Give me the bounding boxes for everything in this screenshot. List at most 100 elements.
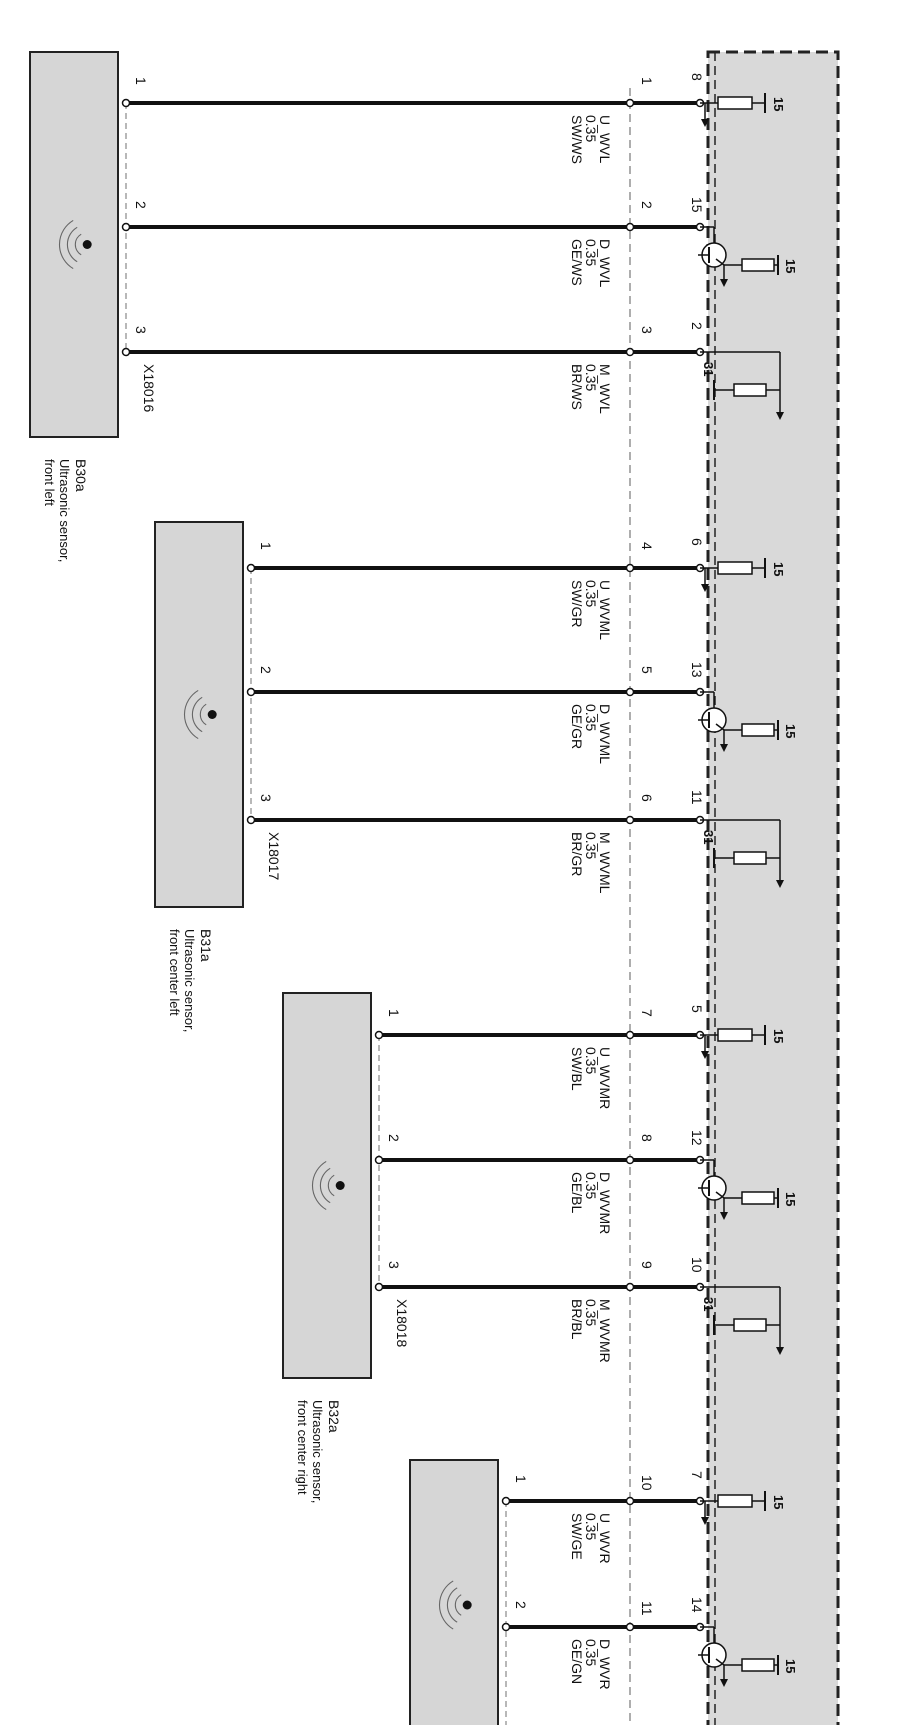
module-pin-number: 2 [689, 322, 705, 330]
sensor-name-label: front left [42, 459, 57, 506]
wire-signal-label: U_WVML [597, 580, 613, 640]
pullup-resistor [717, 96, 753, 110]
pin-terminal [625, 815, 635, 825]
pin-terminal [246, 563, 256, 573]
supply-terminal-label: 15 [771, 562, 786, 576]
ground-arrow-icon [720, 1212, 728, 1220]
pin-terminal [501, 1622, 511, 1632]
pullup-resistor [741, 1191, 775, 1205]
supply-terminal-label: 15 [771, 1029, 786, 1043]
ultrasonic-wave-arc [58, 219, 74, 270]
ultrasonic-wave-icon [207, 710, 217, 719]
module-pin-number: 10 [689, 1257, 705, 1273]
sensor-body-B30a [29, 51, 119, 438]
wire-color-label: SW/BL [569, 1047, 585, 1091]
sensor-name-label: front center left [167, 929, 182, 1016]
pin-terminal [625, 1496, 635, 1506]
wire-color-label: BR/WS [569, 364, 585, 410]
pin-terminal [625, 563, 635, 573]
ground-arrow-icon [776, 880, 784, 888]
wire-size-label: 0.35 [583, 1172, 599, 1199]
sensor-id-label: B30a [73, 459, 89, 492]
ultrasonic-wave-arc [199, 703, 207, 726]
pin-terminal [625, 1155, 635, 1165]
supply-terminal-label: 31 [701, 362, 716, 376]
sensor-name-label: Ultrasonic sensor, [310, 1400, 325, 1503]
transistor-lead [715, 723, 725, 731]
sensor-pin-number: 2 [133, 201, 149, 209]
supply-terminal-label: 15 [783, 1192, 798, 1206]
inline-pin-number: 6 [639, 794, 655, 802]
pullup-resistor [717, 561, 753, 575]
wire-signal-label: U_WVL [597, 115, 613, 163]
module-pin-number: 14 [689, 1597, 705, 1613]
wire-signal-label: U_WVMR [597, 1047, 613, 1109]
wire-signal-label: D_WVMR [597, 1172, 613, 1234]
ground-resistor [733, 383, 767, 397]
wire-signal-label: D_WVML [597, 704, 613, 764]
inline-pin-number: 3 [639, 326, 655, 334]
ground-arrow-icon [701, 1517, 709, 1525]
supply-terminal-label: 15 [783, 724, 798, 738]
ground-arrow-icon [701, 584, 709, 592]
pin-terminal [625, 222, 635, 232]
ground-arrow-icon [776, 1347, 784, 1355]
wire-color-label: SW/GR [569, 580, 585, 627]
ultrasonic-wave-arc [446, 1587, 458, 1623]
connector-id-label: X18018 [394, 1299, 410, 1347]
module-pin-number: 8 [689, 73, 705, 81]
supply-terminal-label: 15 [783, 259, 798, 273]
pin-terminal [121, 98, 131, 108]
wire-size-label: 0.35 [583, 832, 599, 859]
module-pin-number: 13 [689, 662, 705, 678]
wire-color-label: GE/BL [569, 1172, 585, 1213]
pin-terminal [374, 1282, 384, 1292]
supply-terminal-label: 31 [701, 830, 716, 844]
pullup-resistor [741, 258, 775, 272]
wire-color-label: BR/BL [569, 1299, 585, 1340]
sensor-name-label: front center right [295, 1400, 310, 1495]
wire-signal-label: D_WVR [597, 1639, 613, 1690]
ground-resistor [733, 851, 767, 865]
connector-id-label: X18016 [141, 364, 157, 412]
wire-size-label: 0.35 [583, 1639, 599, 1666]
ultrasonic-wave-arc [74, 233, 82, 256]
ultrasonic-wave-arc [66, 226, 78, 263]
wire-size-label: 0.35 [583, 115, 599, 142]
module-pin-number: 5 [689, 1005, 705, 1013]
pin-terminal [246, 687, 256, 697]
wire-color-label: SW/WS [569, 115, 585, 164]
ultrasonic-wave-icon [335, 1181, 345, 1190]
wire-color-label: GE/GR [569, 704, 585, 749]
wire-size-label: 0.35 [583, 580, 599, 607]
pin-terminal [625, 1030, 635, 1040]
module-pin-number: 11 [689, 790, 705, 805]
sensor-pin-number: 3 [258, 794, 274, 802]
pin-terminal [501, 1496, 511, 1506]
supply-terminal-label: 15 [783, 1659, 798, 1673]
sensor-body-B32a [282, 992, 372, 1379]
ground-arrow-icon [720, 744, 728, 752]
inline-pin-number: 8 [639, 1134, 655, 1142]
wire-color-label: BR/GR [569, 832, 585, 876]
pin-terminal [246, 815, 256, 825]
ground-arrow-icon [720, 1679, 728, 1687]
pin-terminal [374, 1155, 384, 1165]
sensor-body-right [409, 1459, 499, 1725]
wire-signal-label: M_WVMR [597, 1299, 613, 1363]
wire-size-label: 0.35 [583, 1299, 599, 1326]
control-module-box [706, 50, 840, 1725]
wire-color-label: GE/GN [569, 1639, 585, 1684]
ultrasonic-wave-arc [454, 1594, 462, 1616]
inline-pin-number: 4 [639, 542, 655, 550]
module-pin-number: 6 [689, 538, 705, 546]
transistor-lead [715, 1191, 725, 1199]
ultrasonic-wave-arc [327, 1174, 335, 1197]
sensor-body-B31a [154, 521, 244, 908]
wire-signal-label: M_WVL [597, 364, 613, 414]
inline-pin-number: 1 [639, 77, 655, 85]
pin-terminal [625, 98, 635, 108]
ultrasonic-wave-arc [311, 1160, 327, 1211]
sensor-pin-number: 2 [513, 1601, 529, 1609]
